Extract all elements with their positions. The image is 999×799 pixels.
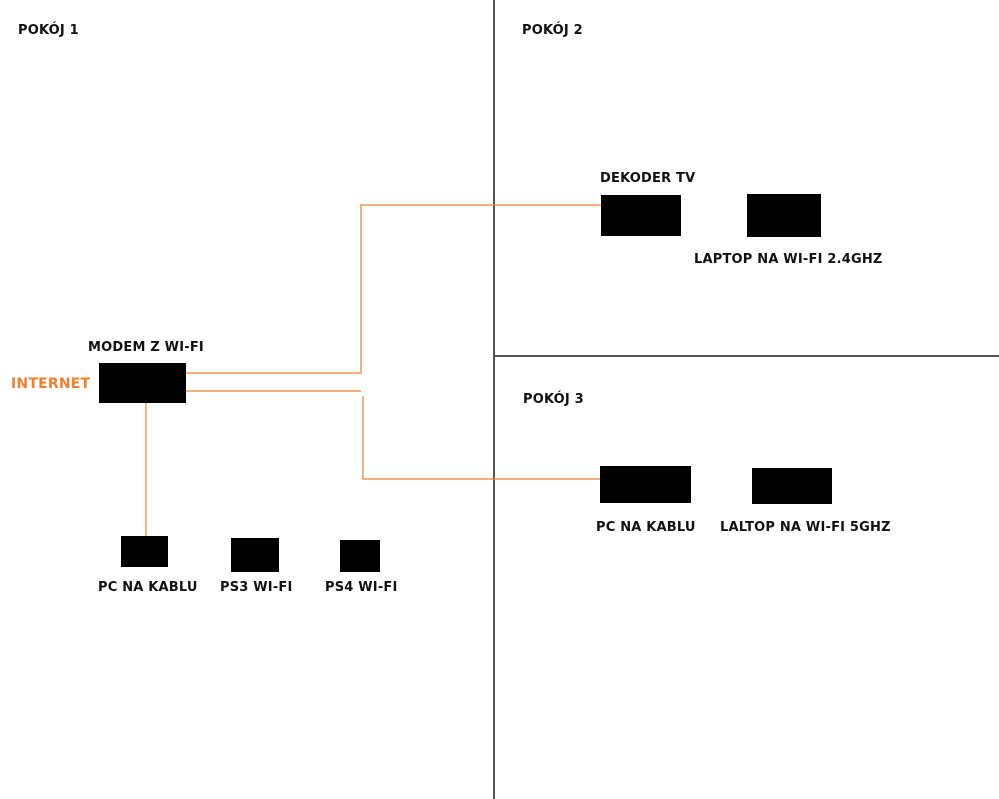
ps3-label: PS3 WI-FI — [220, 580, 293, 595]
ps3-box — [231, 538, 279, 572]
room-3-label: POKÓJ 3 — [523, 392, 584, 407]
laptop-5ghz-label: LALTOP NA WI-FI 5GHZ — [720, 520, 891, 535]
pc-room3-label: PC NA KABLU — [596, 520, 696, 535]
decoder-box — [601, 195, 681, 236]
pc-room1-label: PC NA KABLU — [98, 580, 198, 595]
room-1-label: POKÓJ 1 — [18, 23, 79, 38]
ps4-label: PS4 WI-FI — [325, 580, 398, 595]
laptop-24ghz-box — [747, 194, 821, 237]
modem-label: MODEM Z WI-FI — [88, 340, 204, 355]
internet-label: INTERNET — [11, 376, 91, 392]
wall-horizontal — [493, 355, 999, 357]
modem-box — [99, 363, 186, 403]
laptop-24ghz-label: LAPTOP NA WI-FI 2.4GHZ — [694, 252, 883, 267]
ps4-box — [340, 540, 380, 572]
cable-modem-to-decoder — [186, 204, 601, 374]
room-2-label: POKÓJ 2 — [522, 23, 583, 38]
laptop-5ghz-box — [752, 468, 832, 504]
pc-room3-box — [600, 466, 691, 503]
pc-room1-box — [121, 536, 168, 567]
wall-vertical — [493, 0, 495, 799]
cable-pc-room3-branch — [362, 396, 601, 480]
decoder-label: DEKODER TV — [600, 171, 696, 186]
